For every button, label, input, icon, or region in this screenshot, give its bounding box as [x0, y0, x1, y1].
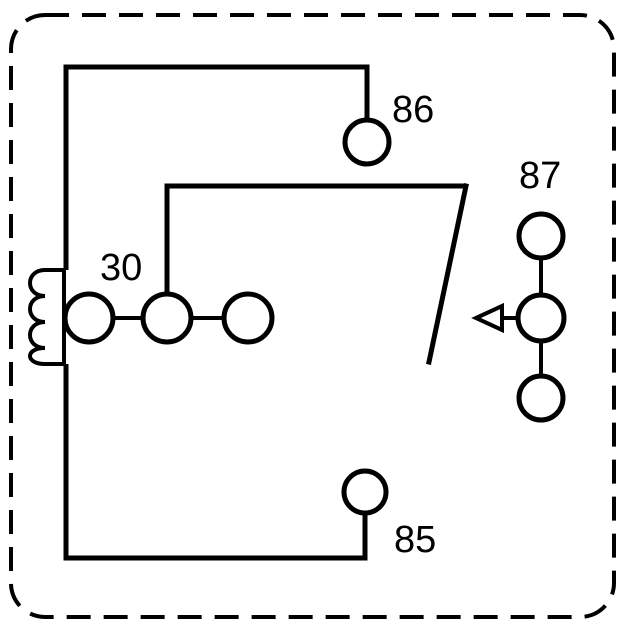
- coil-wire-top: [63, 64, 370, 270]
- relay-housing-outline: [9, 13, 616, 619]
- coil-junction-node: [62, 291, 116, 345]
- terminal-86-label: 86: [392, 89, 434, 131]
- terminal-85-node: [341, 468, 389, 516]
- armature-wire: [164, 183, 466, 294]
- terminal-87-node-middle: [515, 292, 567, 344]
- terminal-86-node: [342, 117, 392, 167]
- coil-wire-bottom: [63, 364, 368, 561]
- switch-arm: [426, 183, 469, 365]
- terminal-85-label: 85: [394, 519, 436, 561]
- terminal-30-label: 30: [100, 247, 142, 289]
- terminal-87-node-bottom: [516, 373, 566, 423]
- terminal-87-node-top: [516, 211, 566, 261]
- contact-row-node-right: [221, 291, 275, 345]
- coil-icon: [28, 268, 66, 366]
- terminal-87-label: 87: [519, 155, 561, 197]
- contact-arrow-icon: [471, 302, 504, 334]
- terminal-30-node: [140, 291, 194, 345]
